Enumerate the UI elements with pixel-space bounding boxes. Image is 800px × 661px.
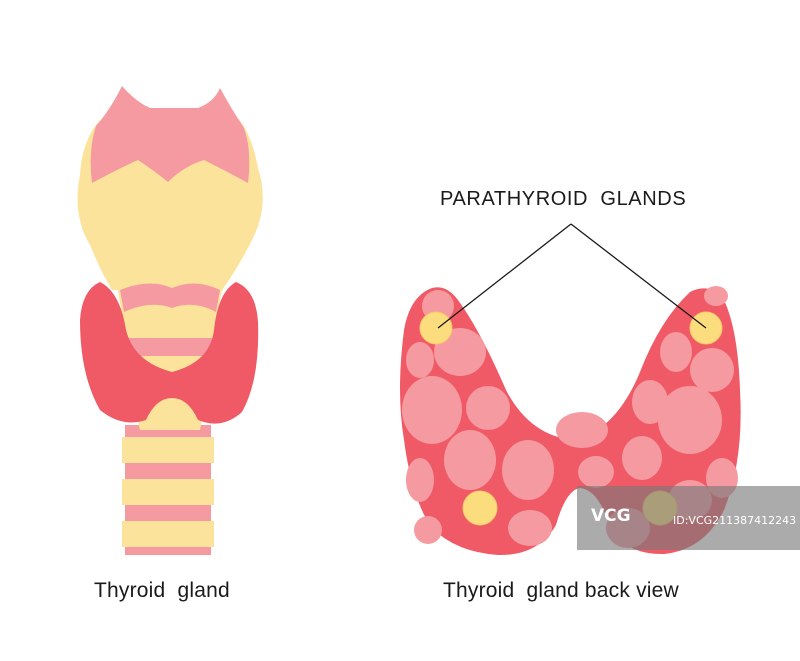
back-view-caption: Thyroid gland back view — [443, 579, 679, 602]
epiglottis — [90, 86, 250, 183]
follicle — [690, 348, 734, 392]
follicle — [578, 456, 614, 488]
watermark-id: ID:VCG211387412243 — [673, 514, 797, 527]
leader-lines — [437, 223, 707, 329]
thyroid-gland — [80, 282, 259, 424]
follicle — [466, 386, 510, 430]
follicle — [556, 412, 608, 448]
parathyroid-label: PARATHYROID GLANDS — [440, 188, 687, 210]
follicle — [508, 510, 552, 546]
leader-line-right — [570, 223, 707, 329]
follicle — [658, 386, 722, 454]
leader-line-left — [437, 223, 572, 329]
follicle — [444, 430, 496, 490]
follicle — [406, 458, 434, 502]
cricoid-band — [120, 283, 220, 312]
follicle — [660, 332, 692, 372]
cricoid-ring — [128, 338, 212, 356]
parathyroid-gland — [462, 490, 498, 526]
trachea-ring — [122, 479, 214, 505]
follicle — [622, 436, 662, 480]
trachea-ring — [122, 437, 214, 463]
watermark-logo: VCG — [591, 506, 631, 526]
follicle — [502, 440, 554, 500]
front-view-caption: Thyroid gland — [94, 579, 230, 602]
thyroid-front-view — [77, 86, 263, 555]
parathyroid-gland — [419, 311, 453, 345]
follicle — [402, 376, 462, 444]
follicle — [414, 516, 442, 544]
trachea — [122, 425, 214, 555]
follicle — [704, 286, 728, 306]
watermark: VCG ID:VCG211387412243 — [577, 486, 800, 550]
trachea-ring — [122, 521, 214, 547]
follicle — [406, 342, 434, 378]
